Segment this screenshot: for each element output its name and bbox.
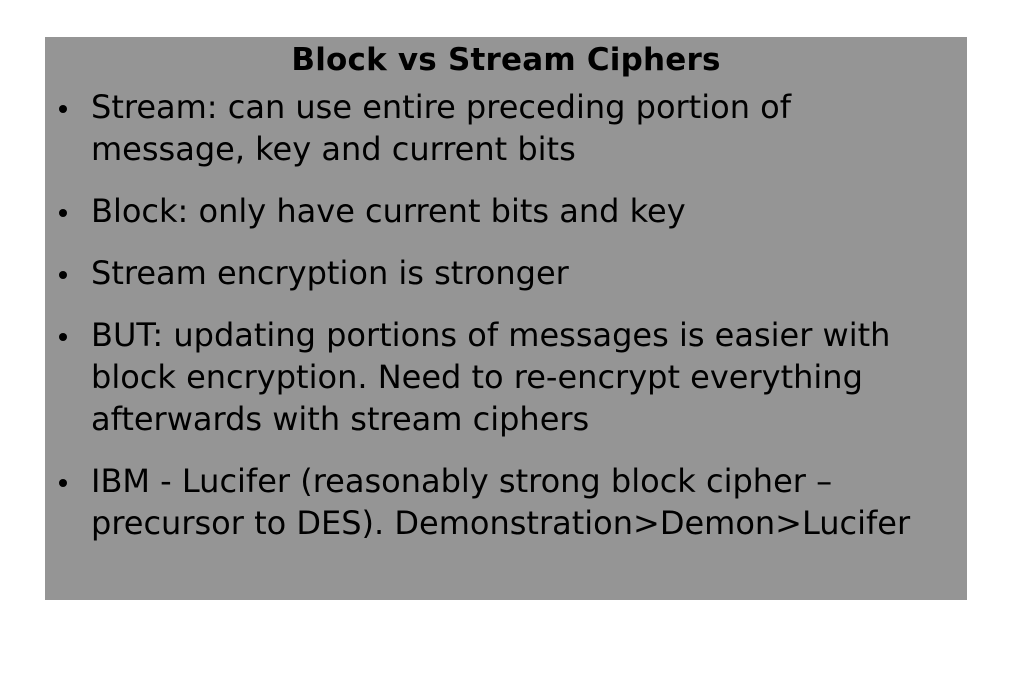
bullet-item: Stream encryption is stronger xyxy=(45,252,967,294)
bullet-dot-icon xyxy=(59,333,67,341)
bullet-text: Block: only have current bits and key xyxy=(91,192,686,230)
bullet-text: Stream: can use entire preceding portion… xyxy=(91,88,791,168)
bullet-item: BUT: updating portions of messages is ea… xyxy=(45,314,967,440)
bullet-dot-icon xyxy=(59,479,67,487)
bullet-text: Stream encryption is stronger xyxy=(91,254,569,292)
bullet-item: Block: only have current bits and key xyxy=(45,190,967,232)
bullet-dot-icon xyxy=(59,209,67,217)
slide-title: Block vs Stream Ciphers xyxy=(291,42,721,78)
bullet-text: IBM - Lucifer (reasonably strong block c… xyxy=(91,462,911,542)
bullet-item: IBM - Lucifer (reasonably strong block c… xyxy=(45,460,967,544)
bullet-dot-icon xyxy=(59,105,67,113)
bullet-dot-icon xyxy=(59,271,67,279)
bullet-list: Stream: can use entire preceding portion… xyxy=(45,86,967,544)
bullet-text: BUT: updating portions of messages is ea… xyxy=(91,316,891,438)
bullet-item: Stream: can use entire preceding portion… xyxy=(45,86,967,170)
slide-content-box: Block vs Stream Ciphers Stream: can use … xyxy=(45,37,967,600)
